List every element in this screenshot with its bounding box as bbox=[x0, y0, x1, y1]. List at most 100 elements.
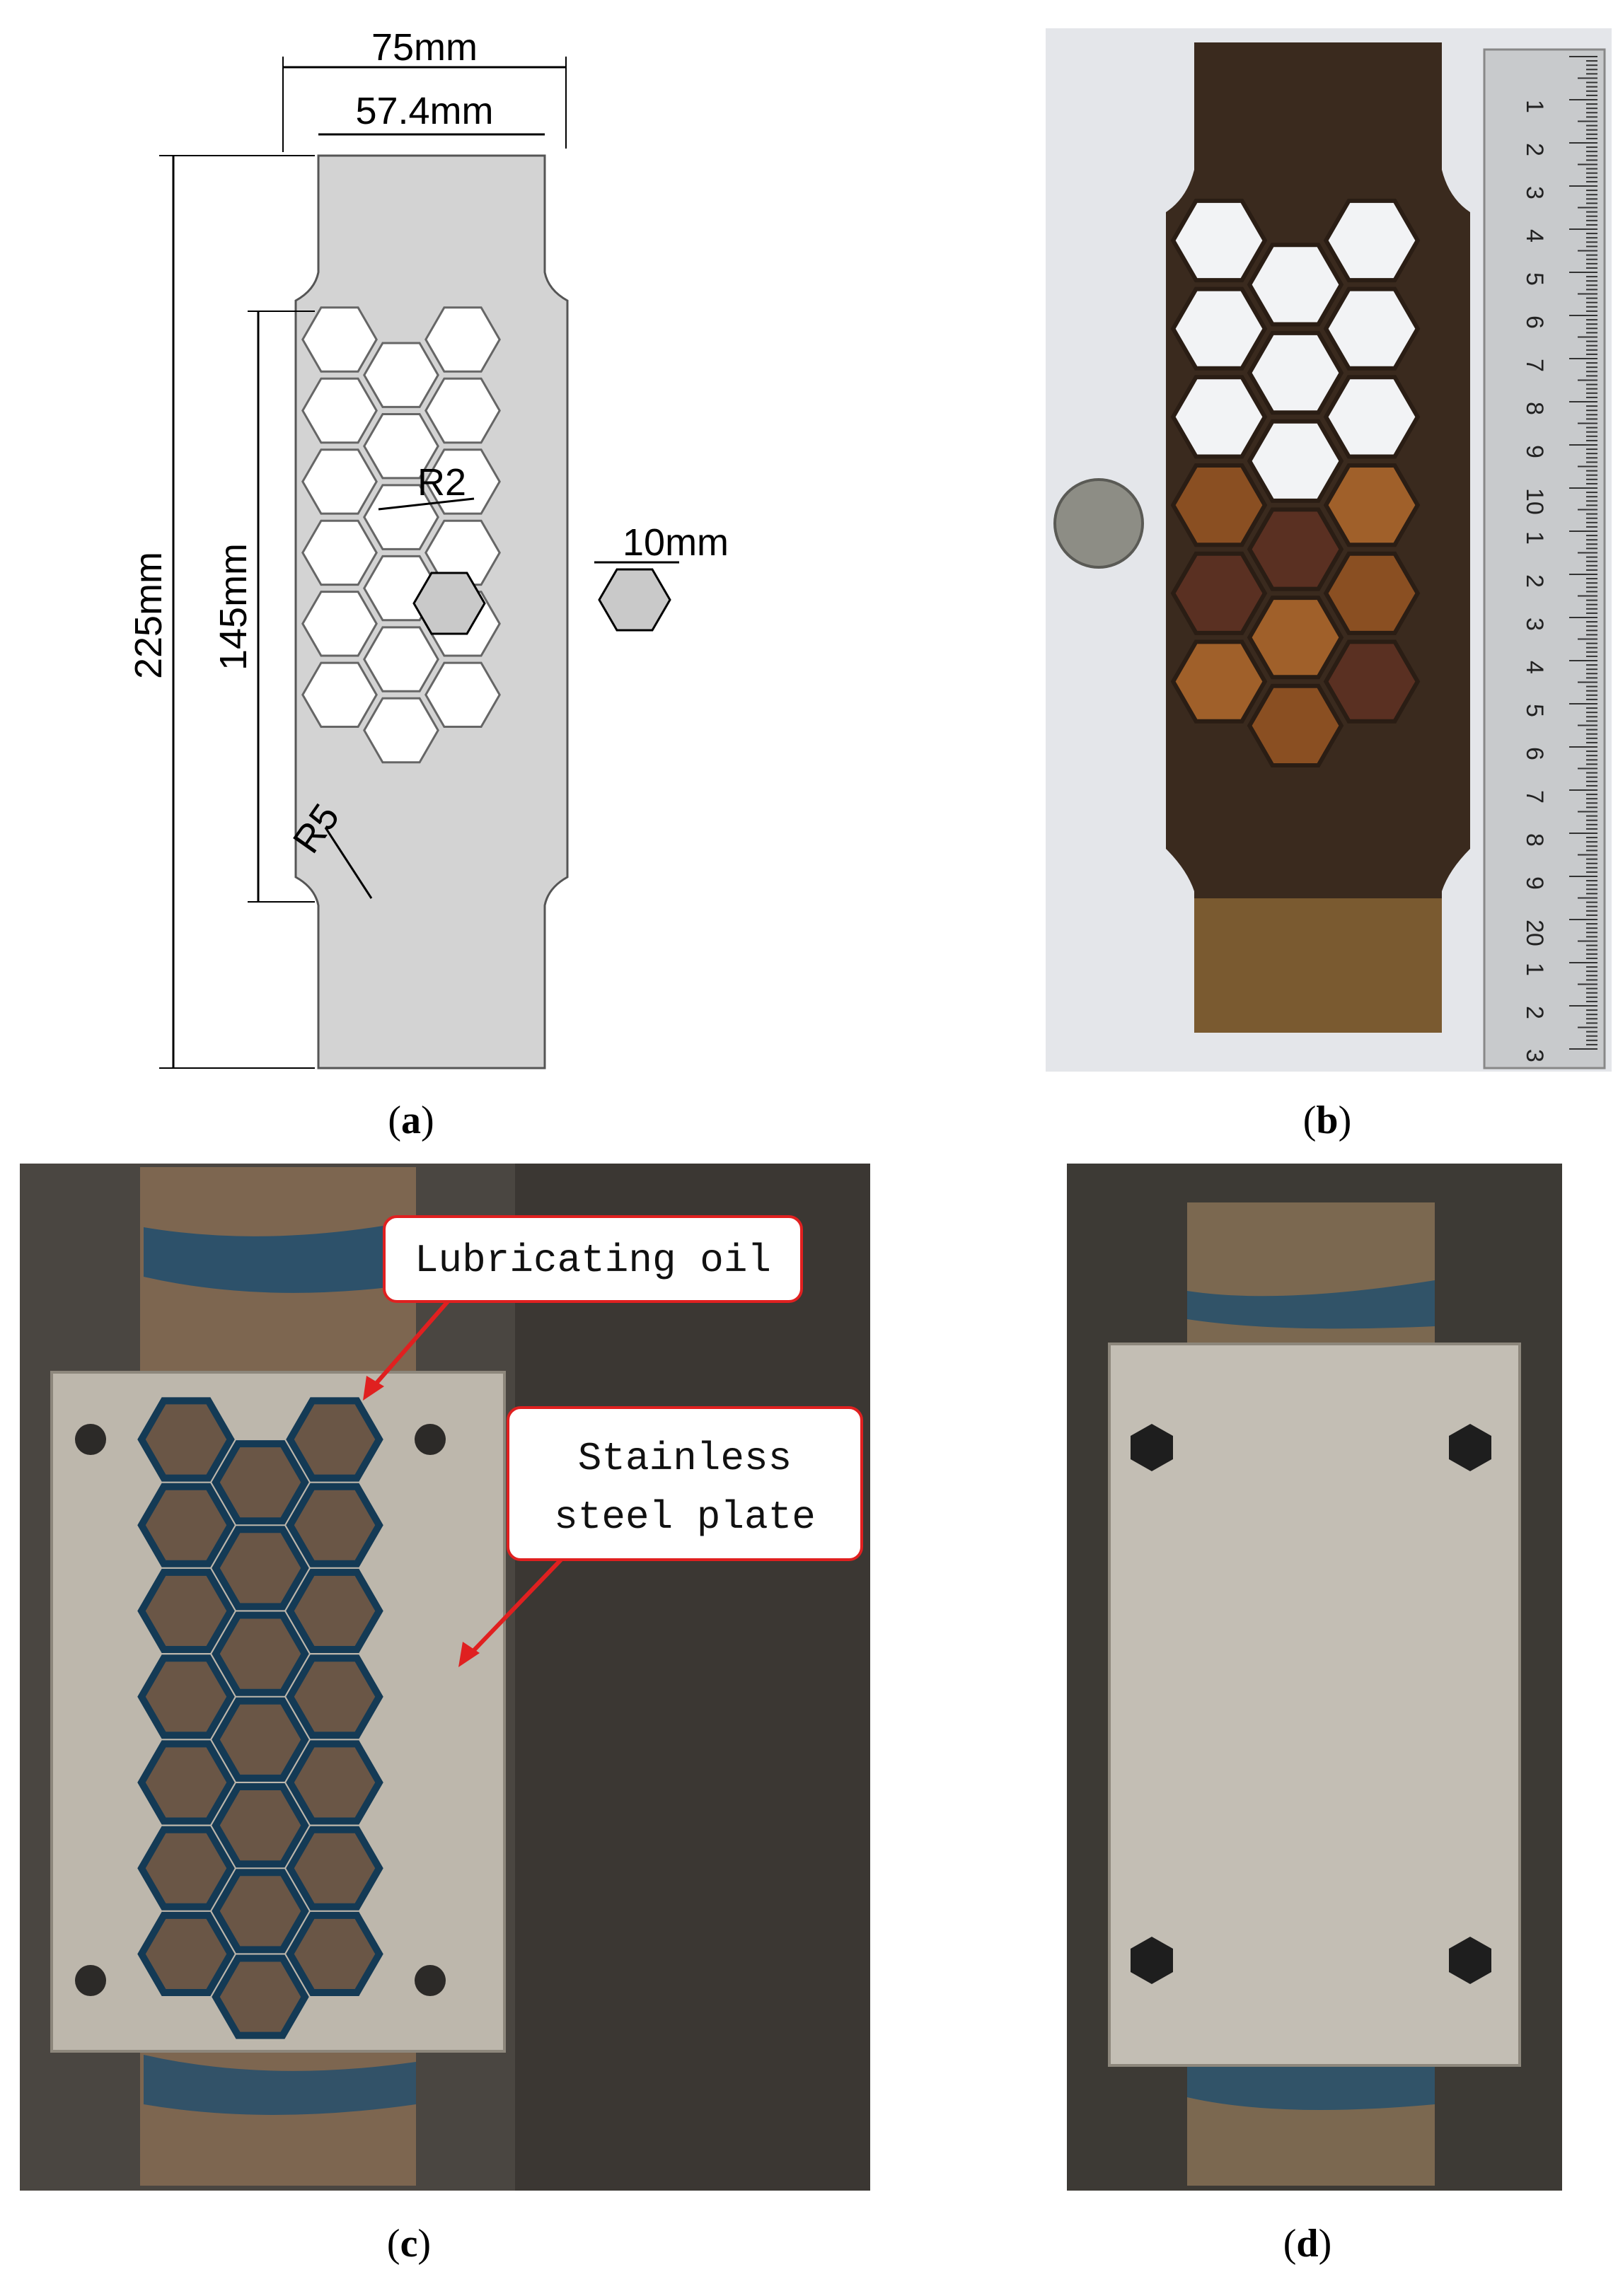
panel-d-photo bbox=[1067, 1164, 1562, 2191]
hex-cell bbox=[301, 661, 378, 728]
hex-cell bbox=[1170, 375, 1268, 459]
caption-a: (a) bbox=[388, 1098, 434, 1142]
ruler-number: 5 bbox=[1521, 272, 1548, 286]
hex-cell bbox=[286, 1654, 383, 1739]
hex-cell bbox=[286, 1740, 383, 1825]
hex-cell bbox=[212, 1783, 309, 1868]
hex-cell bbox=[301, 591, 378, 657]
ruler-number: 9 bbox=[1521, 445, 1548, 458]
ruler-ticks bbox=[1569, 56, 1597, 1050]
hex-cell bbox=[1247, 683, 1344, 767]
ruler-number: 7 bbox=[1521, 790, 1548, 804]
hex-cell bbox=[212, 1440, 309, 1525]
hex-cell bbox=[286, 1568, 383, 1653]
hex-cell bbox=[1323, 198, 1421, 283]
callout-steel-plate: steel plate bbox=[554, 1495, 816, 1540]
dim-gauge-length: 145mm bbox=[212, 543, 255, 671]
caption-b: (b) bbox=[1302, 1098, 1352, 1142]
hex-cell bbox=[286, 1911, 383, 1996]
solid-hex-detail bbox=[598, 568, 671, 632]
hex-cells-oiled bbox=[137, 1397, 383, 2039]
hex-cell bbox=[424, 448, 501, 515]
dim-radius-small: R2 bbox=[417, 461, 466, 504]
bolt-nuts bbox=[1131, 1424, 1491, 1984]
ruler-number: 4 bbox=[1521, 229, 1548, 243]
hex-cells bbox=[301, 306, 501, 764]
caption-c: (c) bbox=[386, 2222, 432, 2266]
hex-cell bbox=[286, 1397, 383, 1482]
hex-cell bbox=[301, 306, 378, 373]
hex-cell bbox=[363, 484, 439, 550]
callout-stainless: Stainless bbox=[578, 1436, 792, 1481]
callout-box-oil bbox=[383, 1215, 803, 1303]
hex-cell bbox=[1323, 286, 1421, 371]
hex-cell bbox=[137, 1911, 235, 1996]
hex-cell bbox=[1323, 463, 1421, 547]
hex-cell bbox=[212, 1954, 309, 2039]
lubricated-photo-svg: Lubricating oil Stainless steel plate bbox=[20, 1164, 870, 2191]
hex-cell bbox=[137, 1483, 235, 1567]
lubricating-oil-top bbox=[144, 1220, 416, 1293]
hex-cell bbox=[363, 413, 439, 480]
hex-cell bbox=[1170, 463, 1268, 547]
hex-cell bbox=[286, 1826, 383, 1911]
caption-d: (d) bbox=[1283, 2222, 1332, 2266]
hex-cell bbox=[1247, 330, 1344, 415]
ruler-number: 6 bbox=[1521, 747, 1548, 760]
hex-cell bbox=[212, 1526, 309, 1611]
hex-cell bbox=[301, 448, 378, 515]
callout-lubricating-oil: Lubricating oil bbox=[415, 1238, 771, 1283]
ruler-number: 10 bbox=[1521, 488, 1548, 515]
dim-total-height: 225mm bbox=[127, 552, 170, 679]
ruler-number: 1 bbox=[1521, 531, 1548, 545]
hex-cell bbox=[301, 377, 378, 444]
ruler-number: 1 bbox=[1521, 963, 1548, 976]
specimen-drawing-svg: 75mm 57.4mm 225mm 145mm R2 R5 10mm bbox=[127, 28, 729, 1069]
ruler-number: 4 bbox=[1521, 661, 1548, 674]
hex-cell bbox=[1170, 551, 1268, 635]
ruler-number: 9 bbox=[1521, 876, 1548, 890]
ruler-number: 8 bbox=[1521, 402, 1548, 415]
coin bbox=[1053, 478, 1144, 569]
hex-cell bbox=[363, 342, 439, 408]
dim-hex-size: 10mm bbox=[623, 521, 729, 564]
hex-cells-photo bbox=[1170, 198, 1421, 767]
hex-cell bbox=[363, 697, 439, 764]
ruler-number: 2 bbox=[1521, 143, 1548, 156]
ruler-number: 3 bbox=[1521, 186, 1548, 199]
hex-cell bbox=[424, 377, 501, 444]
callout-box-plate bbox=[507, 1406, 863, 1561]
hex-cell bbox=[286, 1483, 383, 1567]
hex-cell bbox=[424, 519, 501, 586]
stainless-steel-plate-d bbox=[1108, 1343, 1521, 2067]
hex-cell bbox=[137, 1826, 235, 1911]
ruler-number: 2 bbox=[1521, 1006, 1548, 1019]
hex-cell bbox=[1170, 286, 1268, 371]
dim-total-width: 75mm bbox=[371, 28, 478, 69]
panel-c-photo: Lubricating oil Stainless steel plate bbox=[20, 1164, 870, 2191]
panel-a-drawing: 75mm 57.4mm 225mm 145mm R2 R5 10mm bbox=[127, 28, 764, 1082]
hex-cell bbox=[212, 1697, 309, 1782]
dim-inner-width: 57.4mm bbox=[355, 90, 493, 132]
hex-cell bbox=[1247, 507, 1344, 591]
ruler-number: 3 bbox=[1521, 1049, 1548, 1062]
hex-cell bbox=[1247, 596, 1344, 680]
ruler-number: 7 bbox=[1521, 359, 1548, 372]
ruler-number: 5 bbox=[1521, 704, 1548, 717]
solid-hex-center bbox=[412, 572, 486, 635]
hex-cell bbox=[301, 519, 378, 586]
hex-cell bbox=[212, 1611, 309, 1696]
ruler-number: 3 bbox=[1521, 618, 1548, 631]
hex-cell bbox=[1323, 375, 1421, 459]
hex-cell bbox=[363, 626, 439, 692]
hex-cell bbox=[137, 1740, 235, 1825]
hex-cell bbox=[137, 1568, 235, 1653]
ruler-number: 20 bbox=[1521, 920, 1548, 946]
hex-cell bbox=[137, 1397, 235, 1482]
clamped-photo-svg bbox=[1067, 1164, 1562, 2191]
ruler-number: 2 bbox=[1521, 574, 1548, 588]
ruler-number: 1 bbox=[1521, 100, 1548, 113]
hex-cell bbox=[212, 1869, 309, 1954]
hex-cell bbox=[137, 1654, 235, 1739]
